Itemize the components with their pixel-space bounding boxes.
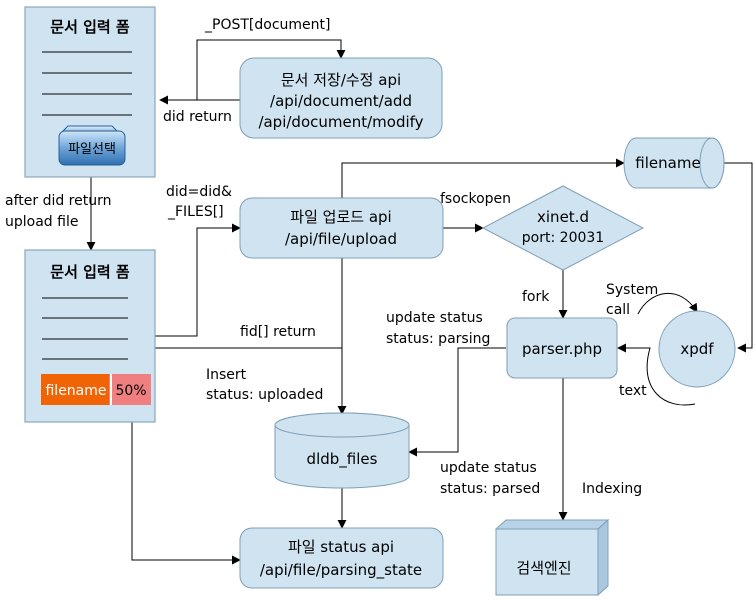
- status-api-line-1: 파일 status api: [288, 538, 394, 556]
- upload-progress-bar: filename 50%: [41, 374, 151, 405]
- status-progress-arrow: [127, 406, 241, 565]
- filename-storage-cap: [699, 137, 725, 189]
- update-parsing-arrow: [408, 347, 506, 457]
- label-fork: fork: [522, 289, 550, 305]
- document-form-top: 문서 입력 폼 파일선택: [24, 6, 156, 178]
- document-api-line-1: 문서 저장/수정 api: [281, 71, 401, 89]
- post-document-arrow: [196, 39, 346, 100]
- search-engine-side: [597, 518, 609, 597]
- label-fid-return: fid[] return: [240, 324, 316, 340]
- label-after-did-2: upload file: [5, 214, 78, 230]
- label-indexing: Indexing: [582, 481, 642, 497]
- parser-node: parser.php: [506, 317, 618, 379]
- document-api-line-3: /api/document/modify: [258, 113, 423, 131]
- search-engine-top: [494, 519, 610, 530]
- label-insert-1: Insert: [206, 367, 247, 383]
- database-label: dldb_files: [307, 450, 378, 469]
- label-update-parsing-2: status: parsing: [386, 331, 490, 347]
- filename-storage-node: filename: [623, 137, 725, 189]
- doc-form-bottom-title: 문서 입력 폼: [50, 263, 130, 281]
- label-update-parsing-1: update status: [386, 310, 483, 326]
- label-update-parsed-1: update status: [440, 460, 537, 476]
- status-api-box: [239, 527, 444, 589]
- database-top: [274, 412, 410, 438]
- xinetd-diamond: [481, 185, 645, 271]
- progress-filename: filename: [45, 383, 106, 399]
- upload-api-line-1: 파일 업로드 api: [290, 208, 391, 226]
- label-insert-2: status: uploaded: [206, 387, 323, 403]
- edge-labels: _POST[document] did return after did ret…: [5, 17, 658, 497]
- system-call-arrow: [637, 293, 698, 315]
- label-system-2: call: [606, 302, 630, 318]
- document-api-line-2: /api/document/add: [270, 92, 412, 110]
- label-post-document: _POST[document]: [204, 17, 330, 33]
- filename-storage-label: filename: [635, 154, 700, 172]
- search-engine-node: 검색엔진: [494, 518, 610, 597]
- progress-fill: [41, 374, 109, 405]
- xinetd-node: xinet.d port: 20031: [481, 185, 645, 271]
- upload-api-line-2: /api/file/upload: [285, 230, 397, 248]
- label-system-1: System: [606, 282, 658, 298]
- file-select-body: [58, 130, 126, 166]
- label-after-did-1: after did return: [5, 193, 112, 209]
- xinetd-line-2: port: 20031: [522, 230, 604, 246]
- connectors: [70, 39, 753, 565]
- upload-api-node: 파일 업로드 api /api/file/upload: [239, 197, 444, 259]
- filename-to-parser-arrow: [724, 162, 753, 353]
- text-arrow: [617, 343, 696, 406]
- label-fsockopen: fsockopen: [440, 191, 511, 207]
- label-did-files-1: did=did&: [166, 184, 232, 200]
- file-select-label: 파일선택: [68, 142, 116, 157]
- doc-form-top-title: 문서 입력 폼: [50, 18, 130, 36]
- progress-percent: 50%: [115, 383, 146, 399]
- document-api-node: 문서 저장/수정 api /api/document/add /api/docu…: [239, 57, 443, 139]
- document-form-bottom: 문서 입력 폼 filename 50%: [24, 249, 156, 423]
- xpdf-node: xpdf: [658, 310, 736, 388]
- upload-api-box: [239, 197, 444, 259]
- parser-box: [506, 317, 618, 379]
- parser-label: parser.php: [522, 340, 602, 358]
- status-api-node: 파일 status api /api/file/parsing_state: [239, 527, 444, 589]
- xpdf-circle: [658, 310, 736, 388]
- upload-request-arrow: [155, 223, 241, 337]
- label-update-parsed-2: status: parsed: [440, 481, 540, 497]
- to-filename-arrow: [341, 158, 625, 198]
- file-select-button[interactable]: 파일선택: [58, 125, 126, 166]
- search-engine-front: [495, 528, 599, 596]
- document-api-box: [239, 57, 443, 139]
- search-engine-label: 검색엔진: [516, 559, 571, 577]
- database-node: dldb_files: [274, 412, 410, 489]
- label-did-files-2: _FILES[]: [167, 204, 224, 220]
- label-text: text: [619, 383, 647, 399]
- xpdf-label: xpdf: [680, 340, 714, 358]
- label-did-return: did return: [163, 109, 232, 125]
- xinetd-line-1: xinet.d: [537, 208, 589, 226]
- status-api-line-2: /api/file/parsing_state: [260, 561, 422, 580]
